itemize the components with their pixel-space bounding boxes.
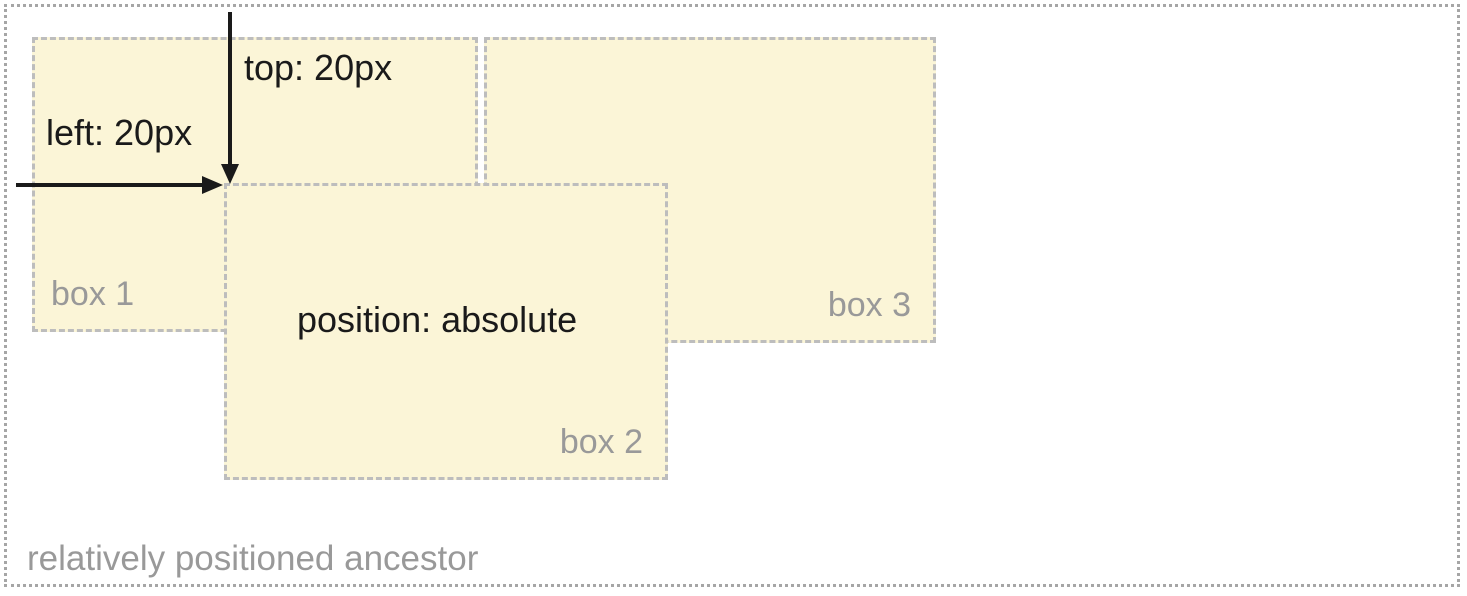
- left-offset-label: left: 20px: [46, 112, 193, 153]
- box-2-absolute: position: absolute box 2: [224, 183, 668, 480]
- left-offset-arrow: [16, 176, 223, 194]
- box-2-label: box 2: [559, 423, 643, 461]
- ancestor-label: relatively positioned ancestor: [27, 539, 479, 578]
- top-offset-label: top: 20px: [244, 47, 393, 88]
- relative-ancestor-container: relatively positioned ancestor: [4, 4, 1460, 587]
- box-2-position-title: position: absolute: [297, 299, 578, 340]
- box-3-label: box 3: [827, 286, 911, 324]
- box-1-label: box 1: [51, 275, 135, 313]
- top-offset-arrow: [221, 12, 239, 184]
